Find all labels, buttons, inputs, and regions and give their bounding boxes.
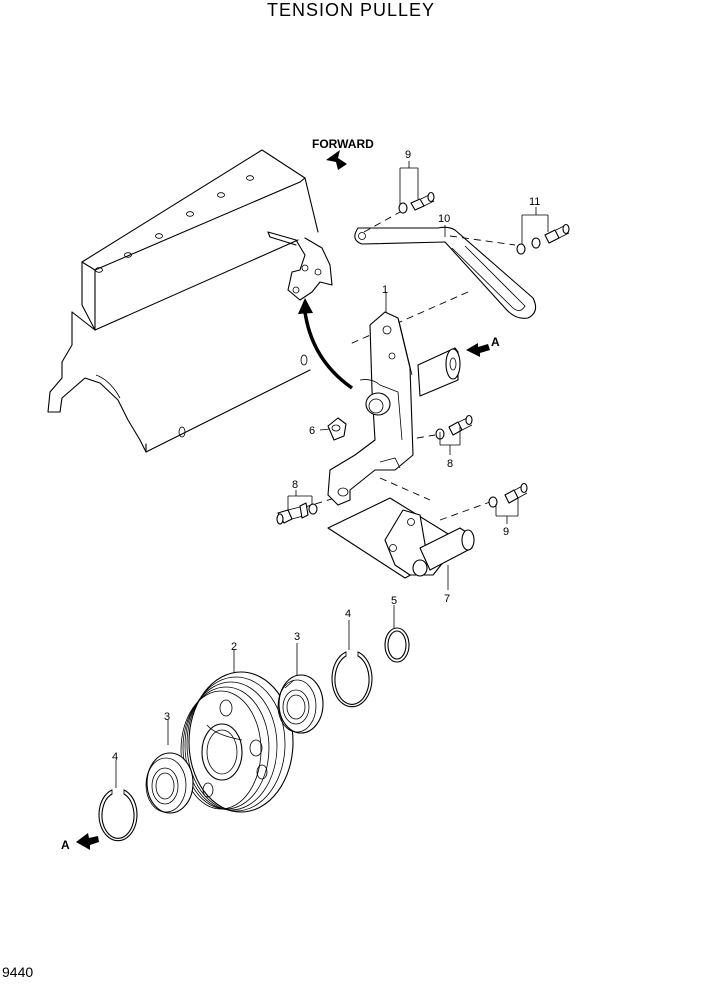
view-a-lower-arrow-icon: [76, 833, 99, 850]
callout-10: 10: [438, 213, 450, 225]
engine-bolt-holes: [95, 175, 308, 438]
part-1-shaft: [417, 347, 461, 397]
page-number: 9440: [2, 964, 34, 980]
part-2-pulley: [180, 671, 294, 813]
part-7-base-bracket: [327, 497, 475, 579]
part-10-arm: [354, 226, 537, 319]
callout-1: 1: [382, 284, 388, 296]
bolt-set-9-top: [398, 191, 435, 214]
callout-8-right: 8: [447, 458, 453, 470]
engine-block: [47, 149, 319, 453]
part-1-tension-arm: [327, 311, 414, 506]
callout-9-lower: 9: [503, 526, 509, 538]
part-4-snap-ring-upper: [331, 651, 373, 708]
diagram-title: TENSION PULLEY: [266, 0, 436, 20]
bolt-set-8-left: [276, 502, 318, 525]
view-a-arrow-icon: [466, 343, 490, 357]
part-3-bearing-upper: [277, 674, 324, 734]
callout-7: 7: [444, 593, 450, 605]
forward-arrow-icon: [326, 150, 347, 170]
callout-3-lower: 3: [164, 711, 170, 723]
bolt-set-9-lower: [488, 482, 528, 508]
callout-5: 5: [391, 595, 397, 607]
callout-11: 11: [529, 196, 540, 208]
forward-label: FORWARD: [312, 137, 374, 151]
part-4-snap-ring-lower: [98, 789, 138, 842]
bolt-set-11: [516, 223, 570, 255]
engine-mount-bracket: [267, 231, 333, 301]
callout-8-left: 8: [292, 479, 298, 491]
callout-numbers: 1 2 3 3 4 4 5 6 7 8 8 9 9 10 11: [112, 149, 540, 763]
callout-2: 2: [231, 641, 237, 653]
assembly-arrow: [298, 298, 354, 390]
bolt-set-8-right: [435, 414, 473, 440]
part-5-ring: [384, 627, 410, 663]
callout-6: 6: [309, 425, 315, 437]
callout-9-top: 9: [405, 149, 411, 161]
callout-3-upper: 3: [294, 631, 300, 643]
callout-leader-lines: [115, 161, 549, 788]
part-6-fitting: [327, 417, 347, 441]
callout-4-upper: 4: [345, 608, 351, 620]
part-3-bearing-lower: [145, 752, 194, 814]
view-marker-label-lower: A: [61, 838, 70, 852]
callout-4-lower: 4: [112, 751, 118, 763]
view-marker-label: A: [491, 335, 500, 349]
